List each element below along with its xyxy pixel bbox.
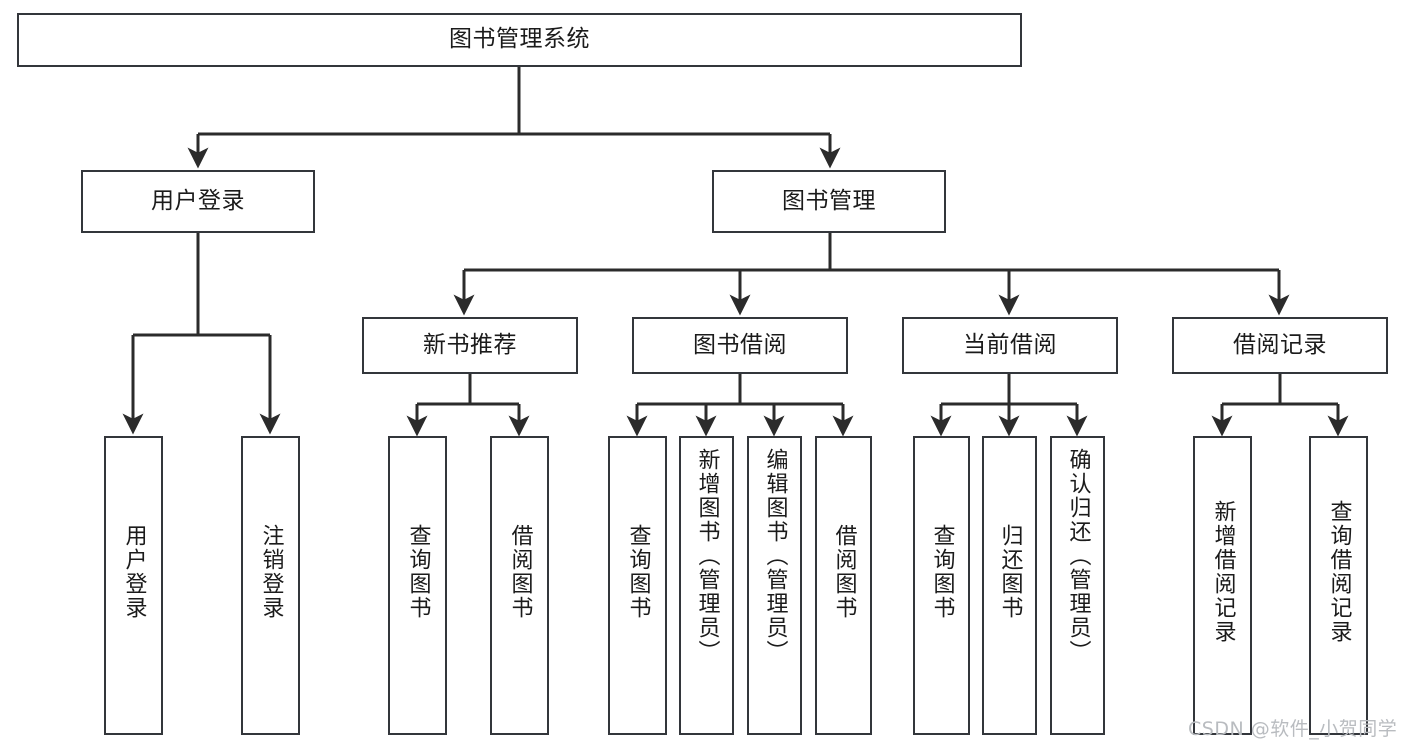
node-new-book-recommend[interactable]: 新书推荐 bbox=[362, 317, 578, 374]
node-leaf-return-book[interactable]: 归还图书 bbox=[982, 436, 1037, 735]
node-leaf-query-book-1[interactable]: 查询图书 bbox=[388, 436, 447, 735]
node-leaf-edit-book[interactable]: 编辑图书（管理员） bbox=[747, 436, 802, 735]
node-user-login[interactable]: 用户登录 bbox=[81, 170, 315, 233]
node-leaf-query-record[interactable]: 查询借阅记录 bbox=[1309, 436, 1368, 735]
node-label: 查询图书 bbox=[929, 524, 955, 620]
node-leaf-query-book-2[interactable]: 查询图书 bbox=[608, 436, 667, 735]
node-label: 新增图书（管理员） bbox=[694, 448, 720, 664]
node-leaf-borrow-book-1[interactable]: 借阅图书 bbox=[490, 436, 549, 735]
node-label: 查询借阅记录 bbox=[1326, 500, 1352, 644]
node-borrow-record[interactable]: 借阅记录 bbox=[1172, 317, 1388, 374]
node-leaf-logout[interactable]: 注销登录 bbox=[241, 436, 300, 735]
node-root-system[interactable]: 图书管理系统 bbox=[17, 13, 1022, 67]
node-book-management[interactable]: 图书管理 bbox=[712, 170, 946, 233]
node-label: 当前借阅 bbox=[963, 331, 1057, 358]
node-label: 借阅图书 bbox=[507, 524, 533, 620]
node-label: 借阅记录 bbox=[1233, 331, 1327, 358]
node-label: 编辑图书（管理员） bbox=[762, 448, 788, 664]
node-leaf-confirm-return[interactable]: 确认归还（管理员） bbox=[1050, 436, 1105, 735]
node-label: 确认归还（管理员） bbox=[1065, 448, 1091, 664]
node-leaf-query-book-3[interactable]: 查询图书 bbox=[913, 436, 970, 735]
node-label: 归还图书 bbox=[997, 524, 1023, 620]
node-label: 用户登录 bbox=[151, 187, 245, 214]
node-label: 查询图书 bbox=[405, 524, 431, 620]
node-leaf-add-record[interactable]: 新增借阅记录 bbox=[1193, 436, 1252, 735]
node-leaf-borrow-book-2[interactable]: 借阅图书 bbox=[815, 436, 872, 735]
node-book-borrow[interactable]: 图书借阅 bbox=[632, 317, 848, 374]
node-label: 新增借阅记录 bbox=[1210, 500, 1236, 644]
node-leaf-add-book[interactable]: 新增图书（管理员） bbox=[679, 436, 734, 735]
node-label: 借阅图书 bbox=[831, 524, 857, 620]
node-label: 新书推荐 bbox=[423, 331, 517, 358]
node-label: 用户登录 bbox=[121, 524, 147, 620]
node-label: 图书管理 bbox=[782, 187, 876, 214]
node-label: 注销登录 bbox=[258, 524, 284, 620]
node-leaf-user-login[interactable]: 用户登录 bbox=[104, 436, 163, 735]
node-label: 图书管理系统 bbox=[449, 26, 590, 53]
node-label: 图书借阅 bbox=[693, 331, 787, 358]
node-label: 查询图书 bbox=[625, 524, 651, 620]
watermark-text: CSDN @软件_小贺同学 bbox=[1188, 718, 1398, 740]
node-current-borrow[interactable]: 当前借阅 bbox=[902, 317, 1118, 374]
